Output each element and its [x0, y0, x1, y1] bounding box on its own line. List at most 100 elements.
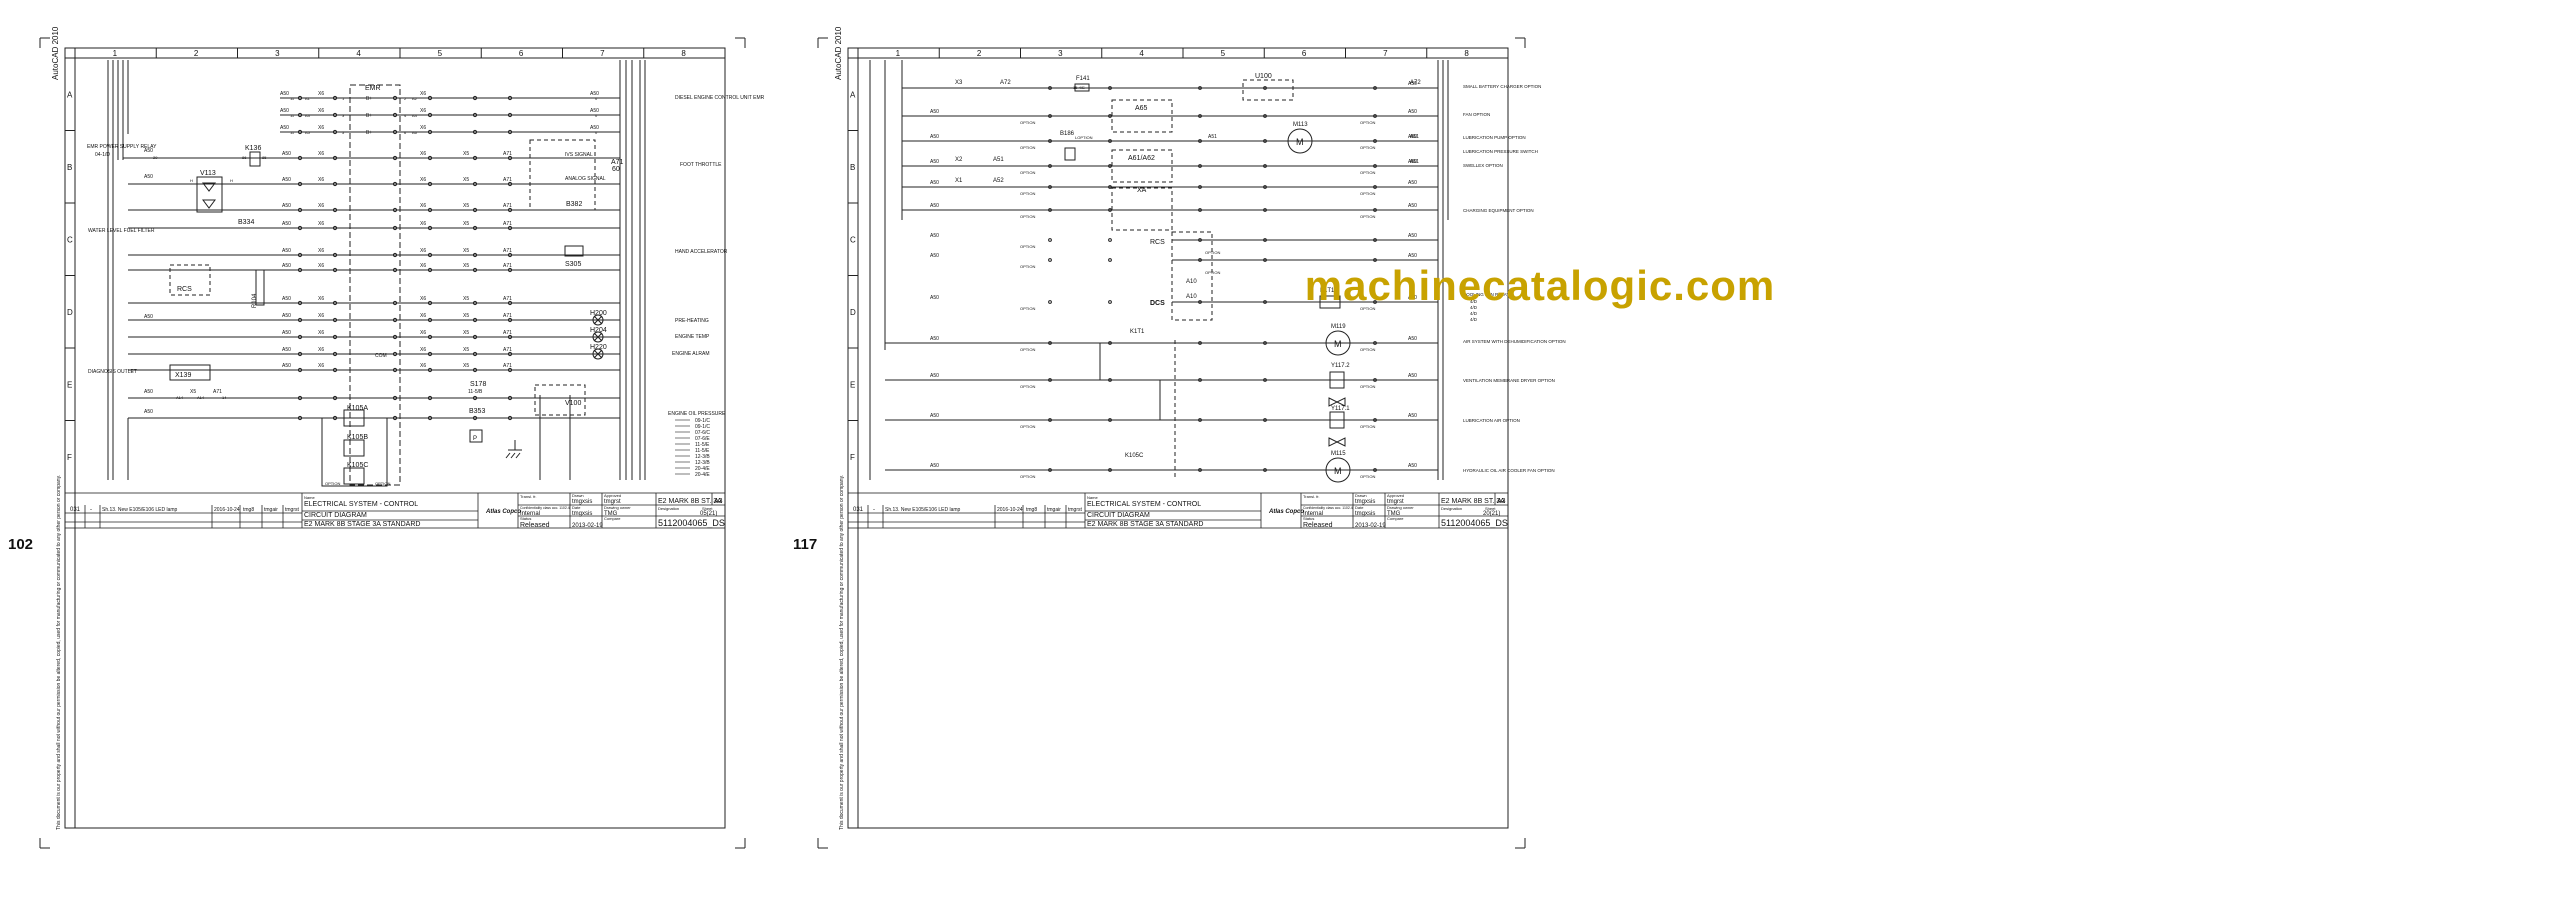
terminal — [427, 334, 433, 340]
tb-drawn-label: Drawn — [572, 493, 584, 498]
option-label: OPTION — [1360, 384, 1375, 389]
terminal — [1048, 185, 1052, 189]
a71-label: A71 — [503, 177, 512, 183]
tb-date-label: Date — [1355, 505, 1364, 510]
terminal — [427, 415, 433, 421]
x6-label: X6 — [318, 330, 324, 336]
sheet-frame — [847, 47, 1509, 829]
engine-temp-label: ENGINE TEMP — [675, 334, 710, 340]
a50-label: A50 — [282, 221, 291, 227]
a51-label: A51 — [993, 157, 1004, 163]
a50-label: A50 — [282, 177, 291, 183]
option-label: OPTION — [1020, 145, 1035, 150]
emr-power-ref: 04-1/D — [95, 152, 110, 158]
tb-date-by: tmgxsis — [572, 511, 592, 517]
atlas-copco-logo: Atlas Copco — [1268, 509, 1304, 515]
terminal — [392, 225, 398, 231]
row-label: D — [67, 308, 73, 317]
left-page-number: 102 — [8, 536, 34, 553]
rcs-label: RCS — [177, 286, 192, 293]
a50-label: A50 — [930, 233, 939, 239]
b382-label: B382 — [566, 201, 582, 208]
foot-throttle-label: FOOT THROTTLE — [680, 162, 722, 168]
a50-label: A50 — [1408, 81, 1417, 87]
terminal — [507, 129, 513, 135]
row-label: F — [850, 453, 855, 462]
x2-label: X2 — [955, 157, 963, 163]
terminal — [1373, 258, 1377, 262]
terminal — [297, 317, 303, 323]
a71-label: A71 — [503, 263, 512, 269]
pin: 0 — [595, 96, 598, 101]
u100-label: U100 — [1255, 73, 1272, 80]
terminal — [1263, 164, 1267, 168]
terminal — [427, 129, 433, 135]
a50-label: A50 — [590, 91, 599, 97]
side-label: SWELLEX OPTION — [1463, 163, 1503, 168]
a50-label: A50 — [1408, 159, 1417, 165]
terminal — [1198, 341, 1202, 345]
x6-label: X6 — [318, 313, 324, 319]
tb-compare-label: Compare — [604, 516, 621, 521]
autocad-version: AutoCAD 2010 — [834, 26, 843, 80]
pin: A3 — [305, 113, 311, 118]
terminal — [507, 267, 513, 273]
left-sheet — [39, 37, 746, 849]
terminal — [1048, 114, 1052, 118]
x6-label: X6 — [420, 108, 426, 114]
row-label: A — [67, 90, 73, 99]
right-page-number: 117 — [793, 536, 818, 553]
column-label: 6 — [1302, 49, 1307, 58]
engine-alarm-label: ENGINE ALRAM — [672, 351, 710, 357]
x5-label: X5 — [463, 347, 469, 353]
tb-size: A3 — [1497, 498, 1506, 505]
a61-a62-label: A61/A62 — [1128, 155, 1155, 162]
terminal — [1108, 139, 1112, 143]
a50-label: A50 — [930, 203, 939, 209]
terminal — [472, 351, 478, 357]
terminal — [297, 267, 303, 273]
x6-label: X6 — [420, 313, 426, 319]
pin: A14 — [176, 395, 184, 400]
column-label: 6 — [519, 49, 524, 58]
tb-date-by: tmgxsis — [1355, 511, 1375, 517]
terminal — [1048, 341, 1052, 345]
option-label: OPTION — [1020, 306, 1035, 311]
option-label: OPTION — [1360, 145, 1375, 150]
a50-label: A50 — [1408, 336, 1417, 342]
m115-m: M — [1334, 466, 1342, 476]
tb-owner: TMG — [1387, 511, 1401, 517]
terminal — [1108, 185, 1112, 189]
h204-label: H204 — [590, 327, 607, 334]
h220-label: H220 — [590, 344, 607, 351]
a71-label: A71 — [503, 313, 512, 319]
a51-label: A51 — [1410, 134, 1419, 140]
x6-label: X6 — [318, 203, 324, 209]
rcs-dcs-box — [1171, 231, 1213, 321]
pin: 2 — [404, 96, 407, 101]
a50-label: A50 — [930, 295, 939, 301]
pin: A6 — [412, 130, 418, 135]
column-label: 5 — [438, 49, 443, 58]
terminal — [1373, 185, 1377, 189]
a50-label: A50 — [930, 413, 939, 419]
crop-mark — [39, 37, 50, 48]
x6-label: X6 — [318, 363, 324, 369]
terminal — [472, 181, 478, 187]
terminal — [472, 129, 478, 135]
x6-label: X6 — [420, 125, 426, 131]
terminal — [1373, 418, 1377, 422]
terminal — [1263, 185, 1267, 189]
lamp-cross — [593, 315, 603, 359]
tb-rev-mark: - — [90, 507, 92, 513]
oil-ref: 12-3/B — [695, 454, 710, 460]
x5-label: X5 — [463, 263, 469, 269]
tb-name-label: Name — [1087, 495, 1098, 500]
x6-label: X6 — [420, 221, 426, 227]
a50-label: A50 — [930, 159, 939, 165]
m115-label: M115 — [1331, 451, 1346, 457]
terminal — [392, 300, 398, 306]
